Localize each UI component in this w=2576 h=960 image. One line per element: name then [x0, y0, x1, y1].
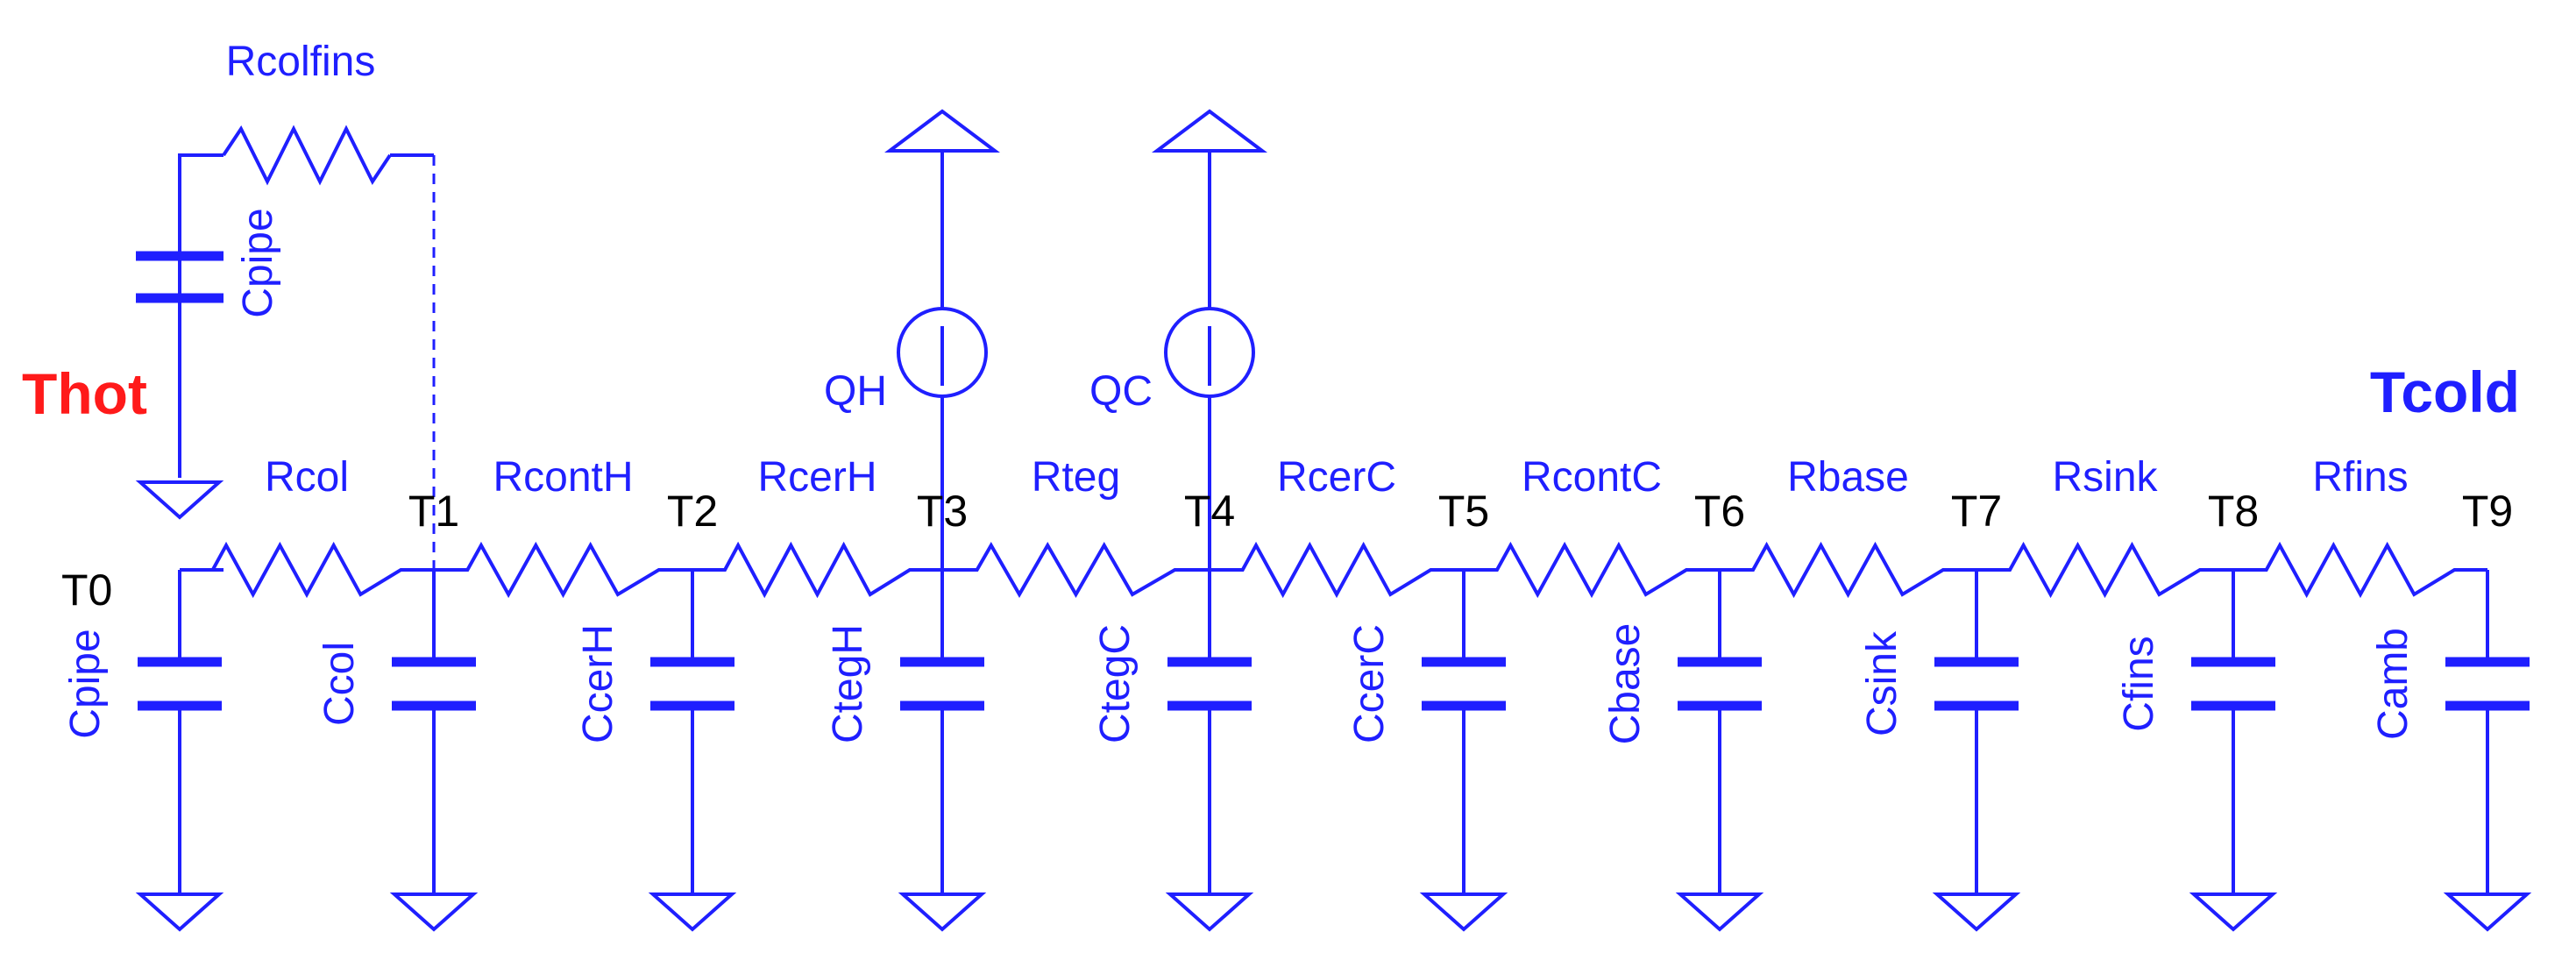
node-label-t6: T6 [1694, 487, 1745, 536]
capacitor-label-ccerc: CcerC [1346, 624, 1393, 743]
resistor-rteg [942, 541, 1210, 599]
heat-sources: QH QC [824, 109, 1267, 570]
resistor-label-rcol: Rcol [265, 454, 349, 501]
capacitor-label-csink: Csink [1859, 630, 1905, 736]
resistor-label-rfins: Rfins [2312, 454, 2408, 501]
resistor-label-rbase: Rbase [1787, 454, 1909, 501]
ground-icon-t0 [135, 892, 224, 932]
node-label-t9: T9 [2462, 487, 2513, 536]
node-label-t3: T3 [917, 487, 968, 536]
rcolfins-resistor-zigzag [222, 124, 392, 186]
resistor-rsink [1976, 541, 2233, 599]
node-label-t2: T2 [667, 487, 718, 536]
rc-ladder: Rcol RcontH RcerH Rteg RcerC RcontC Rbase Rsink… [61, 454, 2532, 932]
top-branch: Rcolfins Cpipe Thot Tcold [22, 39, 2520, 570]
ground-icon-t2 [648, 892, 737, 932]
capacitor-label-ccerh: CcerH [575, 624, 621, 743]
qh-supply-arrow-icon [884, 109, 1000, 153]
ground-icon-t7 [1932, 892, 2021, 932]
qc-label: QC [1089, 368, 1153, 415]
resistor-rcol [180, 541, 434, 599]
resistor-label-rcontc: RcontC [1522, 454, 1662, 501]
node-label-t0: T0 [61, 565, 112, 615]
cpipe-top-label: Cpipe [235, 208, 281, 317]
node-label-t5: T5 [1438, 487, 1489, 536]
resistor-label-rcerc: RcerC [1277, 454, 1396, 501]
top-branch-wire [178, 153, 224, 478]
ground-icon-t6 [1675, 892, 1764, 932]
qc-supply-arrow-icon [1152, 109, 1267, 153]
ground-icon-t1 [389, 892, 479, 932]
resistor-label-rconth: RcontH [493, 454, 633, 501]
top-branch-ground-icon [135, 480, 224, 520]
capacitor-label-ctegh: CtegH [825, 624, 871, 743]
resistor-rbase [1720, 541, 1976, 599]
node-label-t1: T1 [408, 487, 459, 536]
node-label-t4: T4 [1184, 487, 1235, 536]
tcold-label: Tcold [2370, 359, 2520, 424]
capacitor-label-cbase: Cbase [1602, 623, 1649, 745]
ground-icon-t5 [1419, 892, 1508, 932]
ground-icon-t9 [2443, 892, 2532, 932]
ground-icon-t4 [1165, 892, 1254, 932]
rcolfins-label: Rcolfins [226, 39, 376, 85]
ground-icon-t3 [898, 892, 987, 932]
resistor-label-rcerh: RcerH [757, 454, 876, 501]
resistor-rconth [434, 541, 692, 599]
resistor-rcerc [1210, 541, 1464, 599]
thot-label: Thot [22, 361, 147, 426]
resistor-rfins [2233, 541, 2487, 599]
resistor-rcontc [1464, 541, 1720, 599]
capacitor-label-camb: Camb [2370, 628, 2416, 740]
capacitor-label-cpipe: Cpipe [62, 629, 109, 738]
qh-label: QH [824, 368, 887, 415]
capacitor-label-cfins: Cfins [2116, 636, 2162, 731]
node-label-t7: T7 [1951, 487, 2002, 536]
resistor-label-rteg: Rteg [1032, 454, 1120, 501]
ground-icon-t8 [2189, 892, 2278, 932]
capacitor-label-ctegc: CtegC [1092, 624, 1139, 743]
resistor-label-rsink: Rsink [2052, 454, 2158, 501]
node-label-t8: T8 [2208, 487, 2259, 536]
resistor-rcerh [692, 541, 942, 599]
capacitor-label-ccol: Ccol [316, 642, 363, 726]
